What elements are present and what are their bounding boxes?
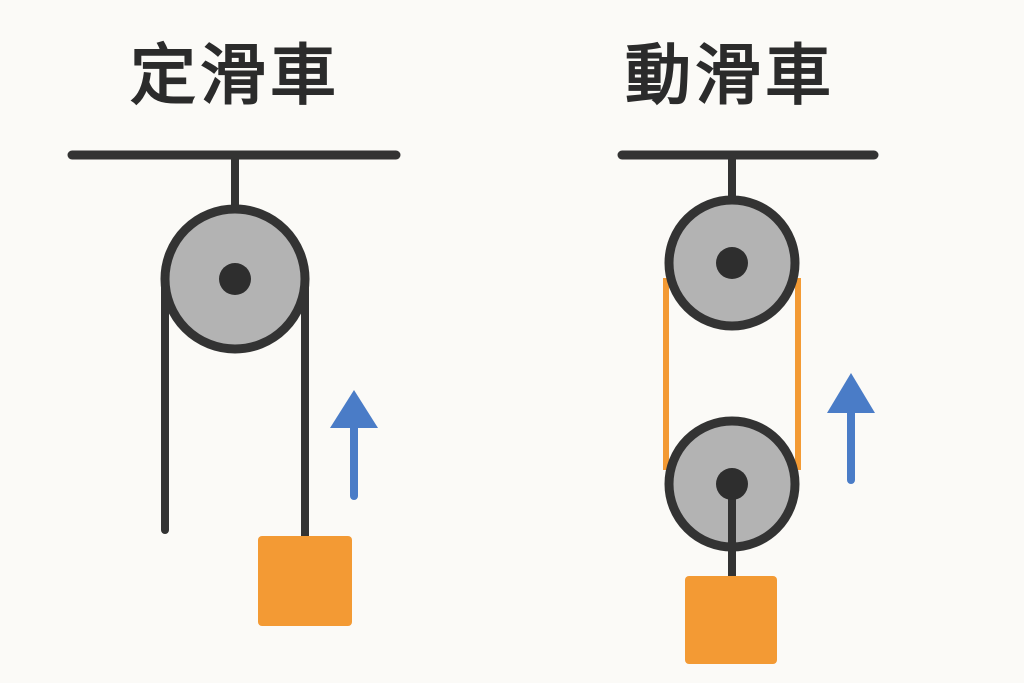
upper-pulley-axle <box>716 247 748 279</box>
fixed-weight <box>258 536 352 626</box>
lower-pulley-axle <box>716 468 748 500</box>
fixed-pulley-system <box>67 150 401 626</box>
fixed-pulley-title: 定滑車 <box>130 37 340 114</box>
arrow-up-icon <box>827 373 875 484</box>
arrow-up-icon <box>330 390 378 500</box>
movable-weight <box>685 576 777 664</box>
movable-pulley-system <box>617 150 879 664</box>
fixed-pulley-axle <box>219 263 251 295</box>
movable-pulley-title: 動滑車 <box>625 37 835 114</box>
